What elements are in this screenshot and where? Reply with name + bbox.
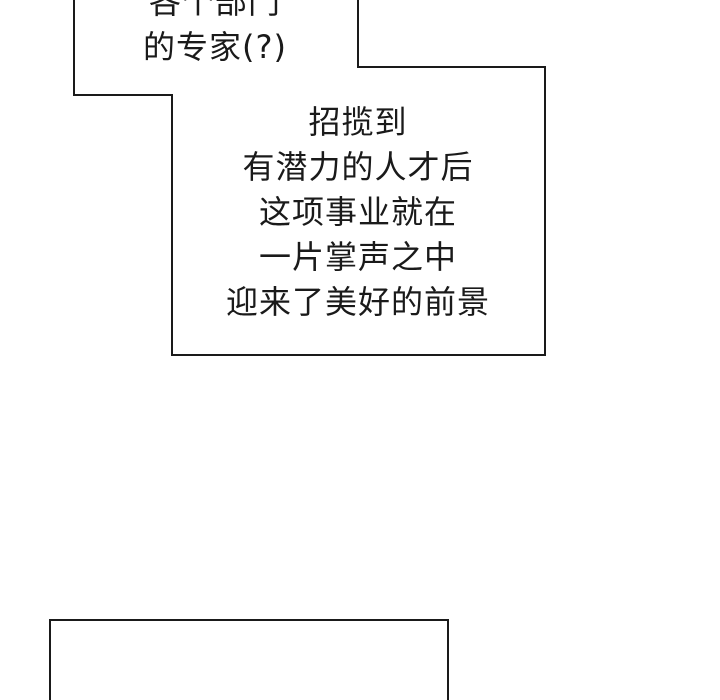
top-caption-line-2: 的专家(?) xyxy=(143,28,287,66)
main-caption-line-1: 招揽到 xyxy=(308,103,408,141)
top-caption-line-1: 各个部门 xyxy=(148,0,281,21)
top-caption-box-outline xyxy=(73,0,546,356)
main-caption-line-2: 有潜力的人才后 xyxy=(242,148,474,186)
bottom-panel-outline xyxy=(49,619,449,700)
main-caption-line-5: 迎来了美好的前景 xyxy=(225,283,490,321)
main-caption-line-3: 这项事业就在 xyxy=(258,193,457,231)
main-caption-line-4: 一片掌声之中 xyxy=(258,238,457,276)
main-caption-text: 招揽到 有潜力的人才后 这项事业就在 一片掌声之中 迎来了美好的前景 xyxy=(175,100,541,325)
top-caption-text: 各个部门 的专家(?) xyxy=(80,0,350,70)
